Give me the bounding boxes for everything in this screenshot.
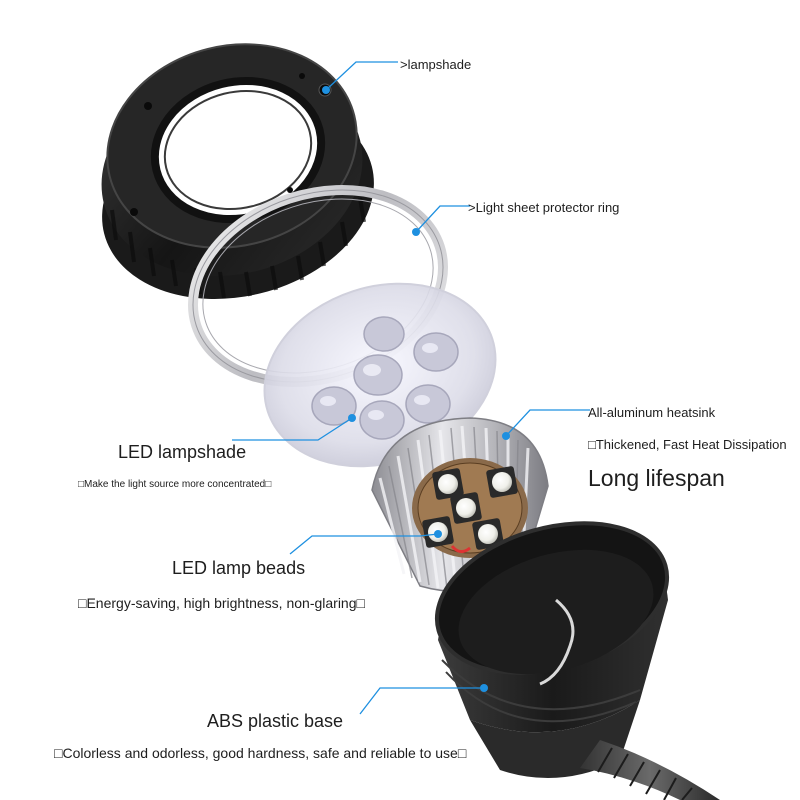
leader-lamp-beads bbox=[289, 533, 439, 555]
callout-lamp-beads-title: LED lamp beads bbox=[172, 558, 306, 578]
callout-heatsink-highlight: Long lifespan bbox=[588, 465, 725, 491]
callout-lamp-beads-note: □Energy-saving, high brightness, non-gla… bbox=[78, 595, 365, 611]
callout-heatsink-note: □Thickened, Fast Heat Dissipation bbox=[588, 437, 787, 452]
dot-led-lens bbox=[348, 414, 356, 422]
leader-protector-ring bbox=[415, 205, 470, 233]
callout-base-title: ABS plastic base bbox=[207, 711, 344, 731]
callout-heatsink-title: All-aluminum heatsink bbox=[588, 405, 716, 420]
led-lens-part bbox=[263, 282, 497, 468]
callout-led-lampshade-title: LED lampshade bbox=[118, 442, 247, 462]
dot-heatsink bbox=[502, 432, 510, 440]
callout-dots bbox=[322, 86, 510, 692]
dot-base bbox=[480, 684, 488, 692]
callout-led-lampshade-note: □Make the light source more concentrated… bbox=[78, 479, 272, 490]
callout-leaders bbox=[232, 61, 590, 715]
abs-base-part bbox=[434, 521, 720, 800]
lampshade-part bbox=[101, 43, 374, 299]
leader-heatsink bbox=[505, 409, 590, 437]
dot-lampshade bbox=[322, 86, 330, 94]
callout-lampshade: >lampshade bbox=[400, 57, 472, 72]
leader-lampshade bbox=[325, 61, 398, 91]
dot-lamp-beads bbox=[434, 530, 442, 538]
dot-protector-ring bbox=[412, 228, 420, 236]
callout-base-note: □Colorless and odorless, good hardness, … bbox=[54, 745, 467, 761]
callout-protector-ring: >Light sheet protector ring bbox=[468, 200, 620, 215]
leader-led-lens bbox=[232, 417, 353, 441]
leader-base bbox=[359, 687, 484, 715]
